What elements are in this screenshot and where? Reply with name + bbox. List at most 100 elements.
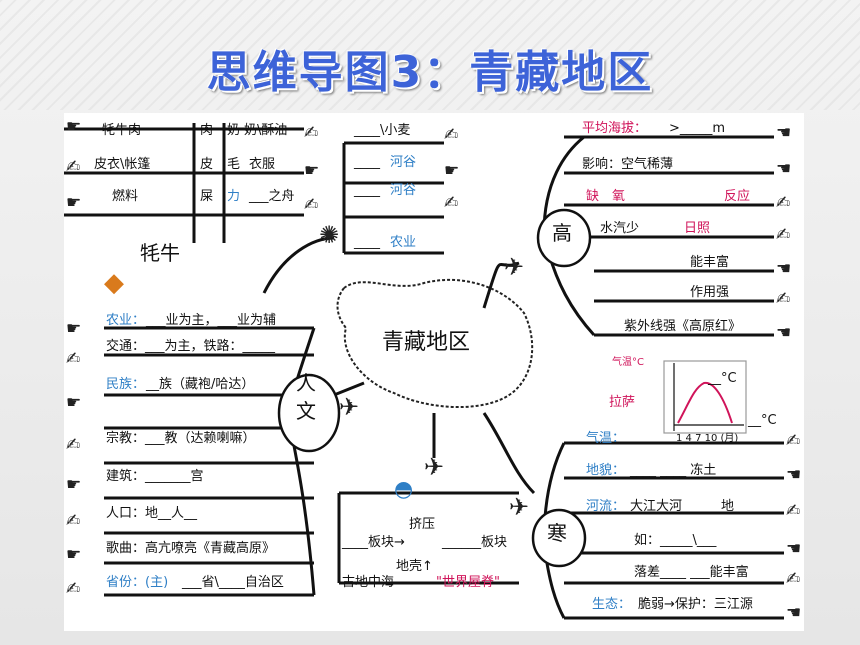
pointing-hand-icon: ☛	[66, 545, 82, 565]
chart-value-2: __°C	[748, 413, 777, 428]
writing-hand-icon: ✍	[776, 193, 791, 213]
writing-hand-icon: ✍	[786, 569, 801, 589]
agri-r4: 农业	[390, 235, 417, 250]
plate-left: ____板块→	[342, 535, 405, 550]
plate-roof: "世界屋脊"	[436, 575, 500, 590]
airplane-icon: ✈	[339, 393, 360, 421]
yak-node: 牦牛	[140, 241, 180, 265]
mind-map-board: ☛ 牦牛肉 肉 奶 奶\酥油 ✍ ✍ 皮衣\帐篷 皮 毛 衣服 ☛ ☛ 燃料 屎…	[64, 113, 804, 631]
yak-r1-c: 奶	[227, 123, 241, 138]
renwen-r3: __族（藏袍/哈达）	[146, 377, 255, 392]
gao-r4-a: 水汽少	[600, 221, 640, 236]
writing-hand-icon: ✍	[776, 225, 791, 245]
pointing-hand-icon: ☛	[66, 319, 82, 339]
renwen-r8: ___省\____自治区	[182, 575, 284, 590]
han-r0-label: 气温：	[586, 431, 626, 446]
pointing-hand-icon: ☛	[444, 161, 460, 181]
yak-r2-c: 毛	[227, 157, 241, 172]
agri-r2: 河谷	[390, 155, 417, 170]
gao-r7: 紫外线强《高原红》	[624, 319, 742, 334]
agri-r3: 河谷	[390, 183, 417, 198]
page-title: 思维导图3：青藏地区	[206, 47, 654, 98]
yak-r3-a: 燃料	[112, 189, 139, 204]
whale-icon: ◓	[394, 477, 414, 502]
writing-hand-icon: ✍	[786, 501, 801, 521]
writing-hand-icon: ✍	[444, 193, 459, 213]
chart-city: 拉萨	[609, 395, 636, 410]
plate-left2: 古地中海—	[342, 575, 408, 590]
gao-r4-b: 日照	[684, 221, 711, 236]
gao-r5: 能丰富	[690, 255, 730, 270]
writing-hand-icon: ✍	[66, 579, 81, 599]
writing-hand-icon: ✍	[304, 195, 319, 215]
pointing-hand-icon: ☚	[776, 259, 792, 279]
gao-r2: 影响：空气稀薄	[582, 157, 674, 172]
gao-node: 高	[552, 221, 572, 245]
renwen-r8-label: 省份：(主)	[106, 575, 169, 590]
agri-blank-2: ____	[354, 183, 380, 198]
writing-hand-icon: ✍	[66, 157, 81, 177]
gao-r6: 作用强	[690, 285, 730, 300]
plate-squeeze: 挤压	[409, 517, 436, 532]
agri-r1: ____\小麦	[354, 123, 411, 138]
pointing-hand-icon: ☛	[66, 393, 82, 413]
han-r1-label: 地貌：	[586, 463, 626, 478]
yak-r3-b: 屎	[200, 189, 214, 204]
plate-right: ______板块	[442, 535, 508, 550]
renwen-r6: 人口：地__人__	[106, 506, 198, 521]
airplane-icon: ✈	[424, 453, 445, 481]
pointing-hand-icon: ☛	[66, 117, 82, 137]
han-r1: ____ ____ 冻土	[630, 463, 717, 478]
han-r2: 大江大河______地	[630, 499, 735, 514]
renwen-node-1: 人	[296, 371, 316, 395]
airplane-icon: ✈	[504, 253, 525, 281]
han-r3: 如：_____\___	[634, 533, 717, 548]
pointing-hand-icon: ☚	[786, 539, 802, 559]
renwen-r1: ___业为主，___业为辅	[146, 313, 277, 328]
agri-blank-1: ____	[354, 155, 380, 170]
yak-r1-d: 奶\酥油	[244, 123, 288, 138]
writing-hand-icon: ✍	[304, 123, 319, 143]
connector-lines	[64, 123, 784, 620]
pointing-hand-icon: ☚	[786, 465, 802, 485]
gao-r1-value: >_____m	[669, 121, 726, 136]
yak-r1-a: 牦牛肉	[102, 123, 142, 138]
pointing-hand-icon: ☚	[776, 123, 792, 143]
plate-rise: 地壳↑	[396, 559, 433, 574]
gao-r3-a: 缺 氧	[586, 189, 626, 204]
writing-hand-icon: ✍	[786, 431, 801, 451]
gao-r1-label: 平均海拔：	[582, 121, 648, 136]
yak-r3-d: ___之舟	[249, 189, 295, 204]
han-r2-label: 河流：	[586, 499, 626, 514]
pointing-hand-icon: ☛	[304, 161, 320, 181]
writing-hand-icon: ✍	[66, 511, 81, 531]
airplane-icon: ✈	[509, 493, 530, 521]
han-r4: 落差____ ___能丰富	[634, 565, 749, 580]
renwen-r2: 交通：___为主，铁路：_____	[106, 339, 276, 354]
renwen-r3-label: 民族：	[106, 377, 146, 392]
gao-r3-b: 反应	[724, 189, 751, 204]
writing-hand-icon: ✍	[444, 125, 459, 145]
han-r5-label: 生态：	[592, 597, 632, 612]
yak-r3-c: 力	[227, 189, 241, 204]
pointing-hand-icon: ☚	[786, 603, 802, 623]
writing-hand-icon: ✍	[66, 349, 81, 369]
sun-icon: ✺	[319, 221, 340, 249]
dung-icon: ◆	[104, 268, 124, 298]
renwen-r1-label: 农业：	[106, 313, 146, 328]
pointing-hand-icon: ☛	[66, 193, 82, 213]
renwen-r5: 建筑：_______宫	[106, 469, 204, 484]
han-node: 寒	[547, 521, 567, 545]
writing-hand-icon: ✍	[776, 289, 791, 309]
center-label: 青藏地区	[382, 330, 471, 355]
yak-r2-d: 衣服	[249, 157, 276, 172]
yak-r1-b: 肉	[200, 123, 214, 138]
writing-hand-icon: ✍	[66, 435, 81, 455]
renwen-node-2: 文	[296, 399, 316, 423]
han-r5: 脆弱→保护：三江源	[638, 597, 753, 612]
pointing-hand-icon: ☚	[776, 159, 792, 179]
chart-y-title: 气温°C	[612, 357, 644, 368]
background-stripes	[0, 0, 860, 110]
agri-blank-3: ____	[354, 235, 380, 250]
chart-value-1: __°C	[708, 371, 737, 386]
